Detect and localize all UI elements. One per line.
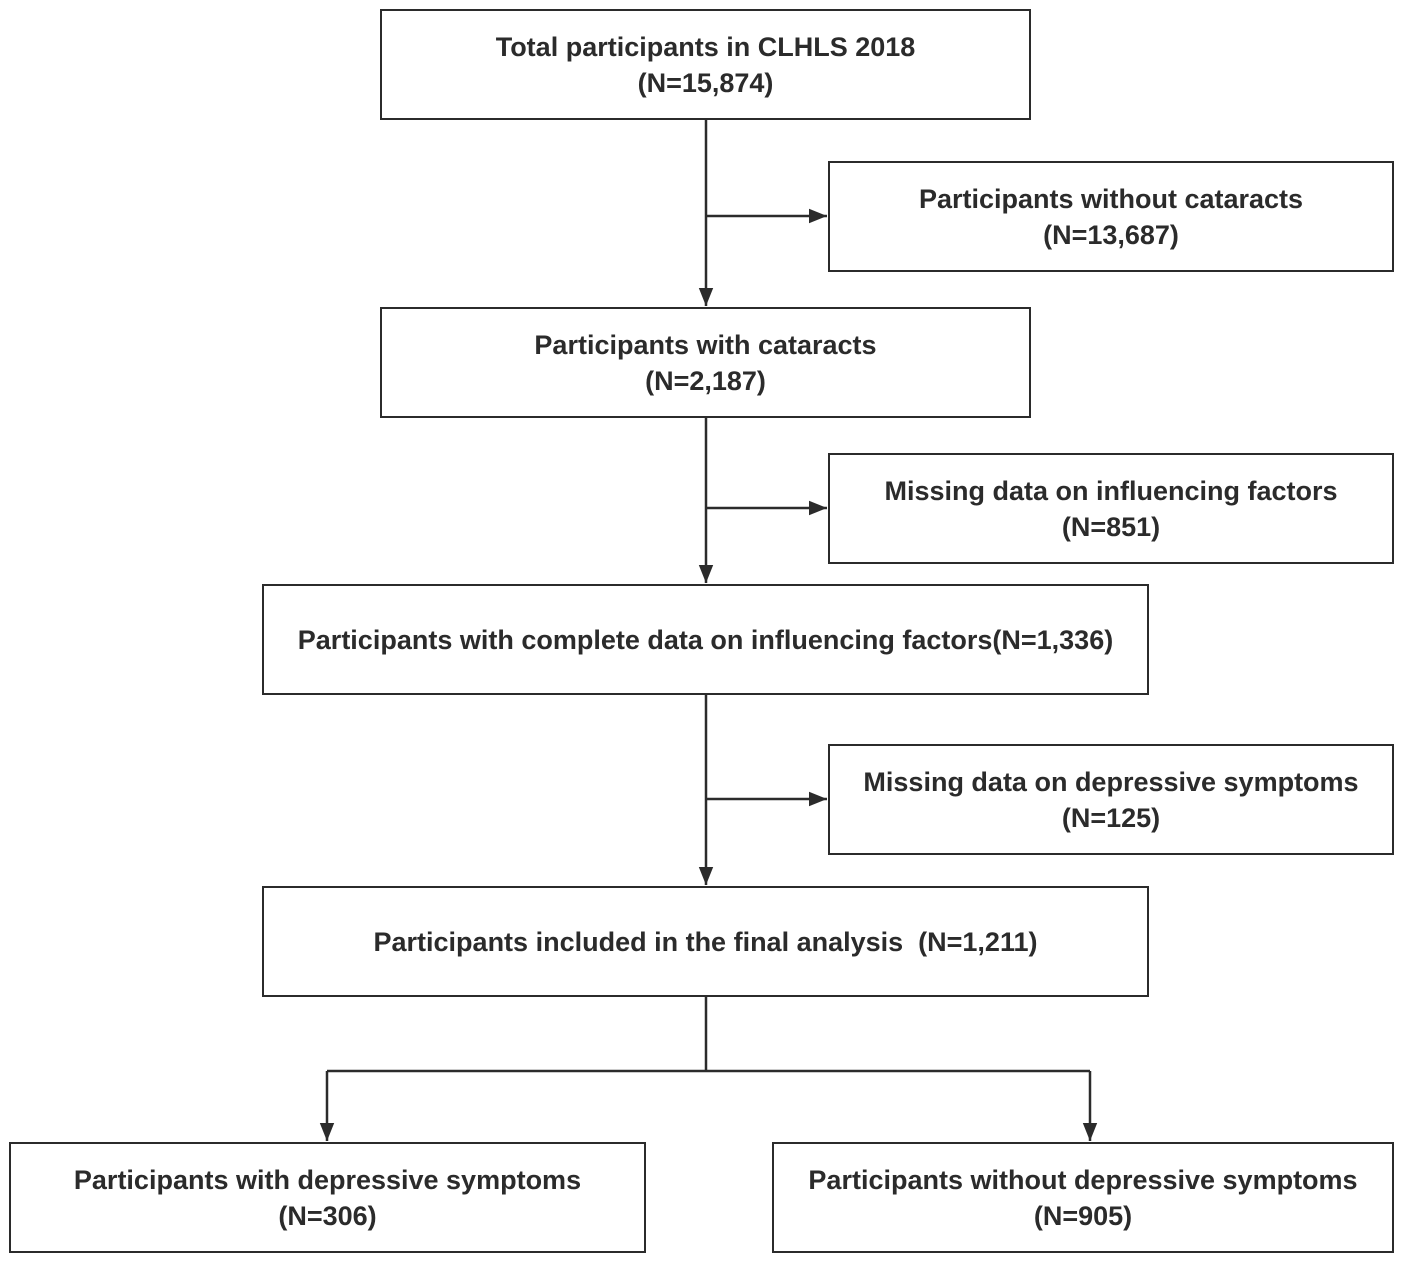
node-label: Participants included in the final analy… bbox=[373, 926, 1038, 957]
node-final-analysis: Participants included in the final analy… bbox=[262, 886, 1149, 997]
node-count: (N=306) bbox=[278, 1200, 377, 1231]
node-label: Participants with depressive symptoms bbox=[73, 1164, 582, 1195]
node-without-depressive-symptoms: Participants without depressive symptoms… bbox=[772, 1142, 1394, 1253]
node-complete-influencing-factors: Participants with complete data on influ… bbox=[262, 584, 1149, 695]
node-label: Total participants in CLHLS 2018 bbox=[495, 31, 916, 62]
node-missing-influencing-factors: Missing data on influencing factors (N=8… bbox=[828, 453, 1394, 564]
node-total-participants: Total participants in CLHLS 2018 (N=15,8… bbox=[380, 9, 1031, 120]
node-label: Participants without depressive symptoms bbox=[808, 1164, 1358, 1195]
node-count: (N=15,874) bbox=[637, 67, 774, 98]
node-label: Missing data on depressive symptoms bbox=[863, 766, 1359, 797]
node-label: Participants without cataracts bbox=[918, 183, 1304, 214]
node-label: Participants with complete data on influ… bbox=[297, 624, 1114, 655]
node-without-cataracts: Participants without cataracts (N=13,687… bbox=[828, 161, 1394, 272]
node-label: Missing data on influencing factors bbox=[884, 475, 1338, 506]
node-count: (N=125) bbox=[1061, 802, 1161, 833]
node-count: (N=13,687) bbox=[1043, 219, 1179, 250]
node-label: Participants with cataracts bbox=[534, 329, 877, 360]
node-missing-depressive-symptoms: Missing data on depressive symptoms (N=1… bbox=[828, 744, 1394, 855]
node-count: (N=905) bbox=[1033, 1200, 1133, 1231]
node-with-cataracts: Participants with cataracts (N=2,187) bbox=[380, 307, 1031, 418]
node-count: (N=851) bbox=[1061, 511, 1161, 542]
node-with-depressive-symptoms: Participants with depressive symptoms (N… bbox=[9, 1142, 646, 1253]
node-count: (N=2,187) bbox=[645, 365, 766, 396]
